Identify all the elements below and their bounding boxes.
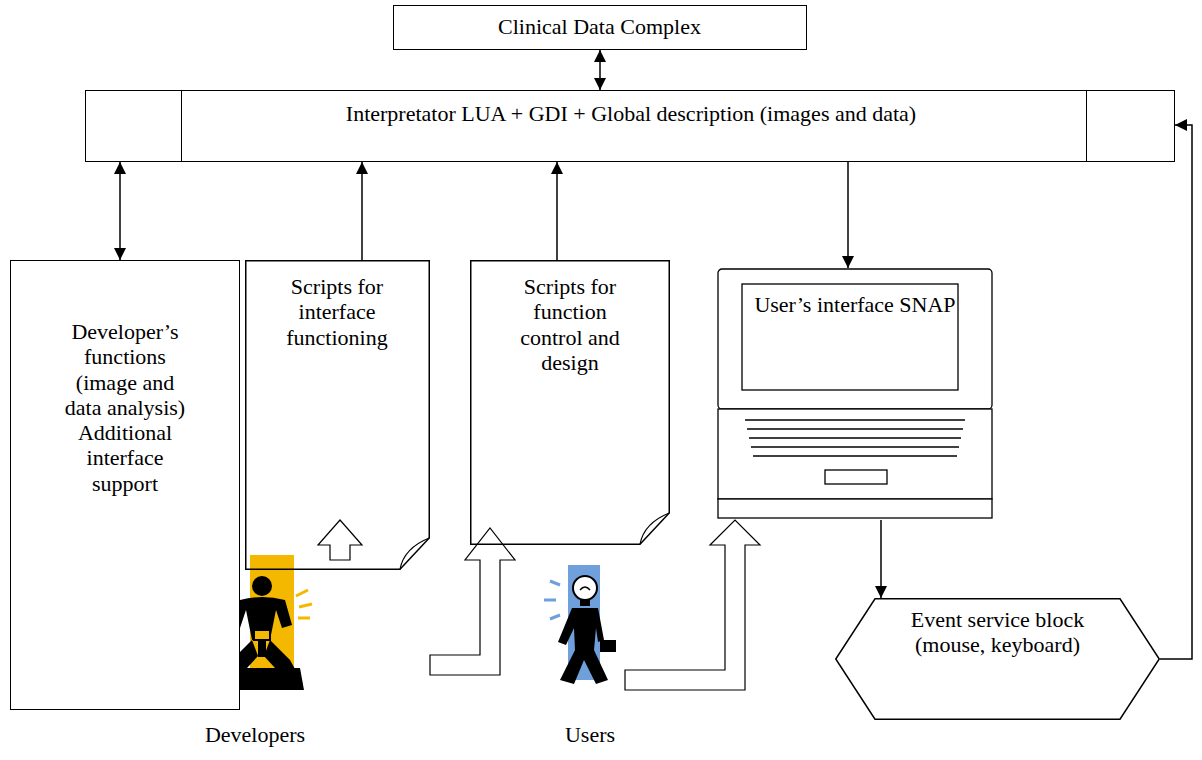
user-icon: [544, 565, 616, 684]
document-fold: [640, 513, 669, 544]
text-holder: Scripts for function control and design: [510, 274, 630, 375]
node-text: Additional interface support: [55, 420, 195, 496]
text-holder: Event service block (mouse, keyboard): [893, 607, 1102, 658]
function-box: Developer’s functions (image and data an…: [10, 260, 240, 710]
touchpad: [825, 470, 887, 484]
hollow-arrow: [430, 528, 515, 675]
key-row: [753, 455, 957, 456]
connector-arrow: [880, 520, 882, 598]
node-text: Scripts for interface functioning: [263, 274, 411, 350]
document-outline: [246, 261, 430, 570]
event-hexagon: Event service block (mouse, keyboard): [835, 598, 1160, 720]
connector-arrow: [556, 162, 558, 260]
connector-arrow: [1160, 125, 1192, 659]
hollow-arrow: [625, 520, 760, 690]
connector-arrow: [847, 162, 849, 268]
screen-frame: [718, 269, 992, 409]
node-text: User’s interface SNAP: [745, 292, 965, 317]
laptop-base: [718, 499, 992, 518]
text-holder: Interpretator LUA + GDI + Global descrip…: [186, 101, 1076, 126]
keyboard-deck: [718, 409, 992, 499]
connector-arrow: [361, 162, 363, 260]
text-holder: Scripts for interface functioning: [263, 274, 411, 350]
key-row: [751, 446, 959, 447]
data-store-box: Clinical Data Complex: [393, 5, 807, 50]
key-row: [749, 437, 961, 438]
connector-arrow: [599, 50, 601, 90]
laptop-interface: User’s interface SNAP: [715, 268, 995, 520]
group-label: Developers: [200, 722, 310, 747]
text-holder: Clinical Data Complex: [394, 14, 805, 39]
text-holder: User’s interface SNAP: [745, 292, 965, 317]
connector-arrow: [119, 162, 121, 260]
group-label: Users: [545, 722, 635, 747]
interpreter-box: Interpretator LUA + GDI + Global descrip…: [85, 90, 1175, 162]
box-divider: [181, 91, 182, 161]
script-document: Scripts for interface functioning: [245, 260, 430, 570]
hexagon-outline: [836, 599, 1160, 720]
node-text: Event service block (mouse, keyboard): [893, 607, 1102, 658]
node-text: Interpretator LUA + GDI + Global descrip…: [186, 101, 1076, 126]
node-text: Clinical Data Complex: [394, 14, 805, 39]
key-row: [745, 419, 965, 420]
text-holder: Developer’s functions (image and data an…: [55, 319, 195, 496]
node-text: Scripts for function control and design: [510, 274, 630, 375]
box-divider: [1086, 91, 1087, 161]
hollow-arrow: [318, 520, 362, 560]
key-row: [747, 428, 963, 429]
script-document: Scripts for function control and design: [470, 260, 670, 545]
document-fold: [400, 538, 429, 569]
node-text: Developer’s functions (image and data an…: [55, 319, 195, 420]
document-outline: [471, 261, 670, 545]
